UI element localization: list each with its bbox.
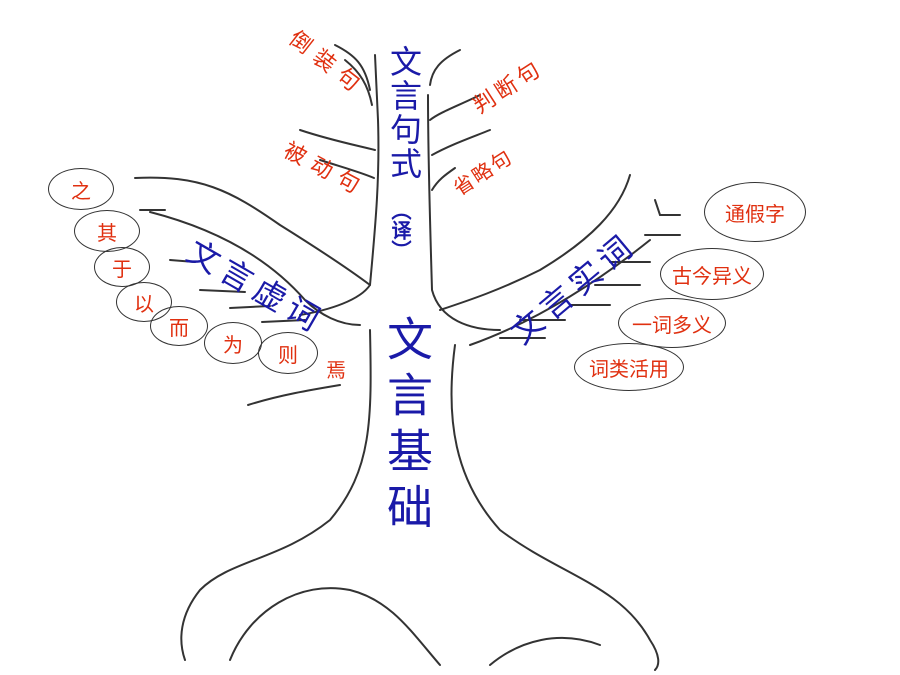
branch-upper-left-4 xyxy=(319,159,375,179)
twig-left-4 xyxy=(229,305,271,309)
branch-upper-left-3 xyxy=(299,129,376,151)
content-item-tongjiazi: 通假字 xyxy=(704,182,806,242)
branch-upper-left-2 xyxy=(344,59,373,106)
content-item-gujin: 古今异义 xyxy=(660,248,764,300)
function-word-yu: 于 xyxy=(94,247,150,287)
function-word-yi: 以 xyxy=(116,282,172,322)
function-word-er: 而 xyxy=(150,306,208,346)
sentence-branch-label: 文言句式 xyxy=(385,45,423,181)
root-inner-line xyxy=(229,587,441,666)
branch-left-lower xyxy=(247,384,341,406)
branch-upper-right-1 xyxy=(429,49,461,86)
branch-upper-right-3 xyxy=(431,129,491,156)
branch-left-mid xyxy=(149,211,361,326)
function-word-ze: 则 xyxy=(258,332,318,374)
branch-upper-right-2 xyxy=(429,94,481,121)
root-curve xyxy=(489,636,601,666)
stem-left xyxy=(299,54,380,316)
function-word-yan: 焉 xyxy=(326,358,346,382)
function-word-wei: 为 xyxy=(204,322,262,364)
twig-right-1 xyxy=(654,199,681,216)
twig-left-5 xyxy=(261,319,306,323)
twig-left-3 xyxy=(199,289,246,293)
branch-upper-right-4 xyxy=(431,167,456,191)
branch-upper-left-1 xyxy=(334,44,371,91)
content-item-cilei: 词类活用 xyxy=(574,343,684,391)
twig-left-2 xyxy=(169,259,196,263)
branch-right-mid xyxy=(469,239,651,346)
content-item-yiciduoyi: 一词多义 xyxy=(618,298,726,348)
trunk-left-line xyxy=(180,329,372,661)
trunk-right-line xyxy=(450,344,660,671)
sentence-branch-note: （译） xyxy=(388,200,412,260)
branch-right-top xyxy=(439,174,631,311)
function-word-zhi: 之 xyxy=(48,168,114,210)
trunk-label: 文言基础 xyxy=(380,315,434,539)
function-word-qi: 其 xyxy=(74,210,140,252)
branch-left-top xyxy=(134,176,371,286)
stem-right xyxy=(427,94,501,331)
